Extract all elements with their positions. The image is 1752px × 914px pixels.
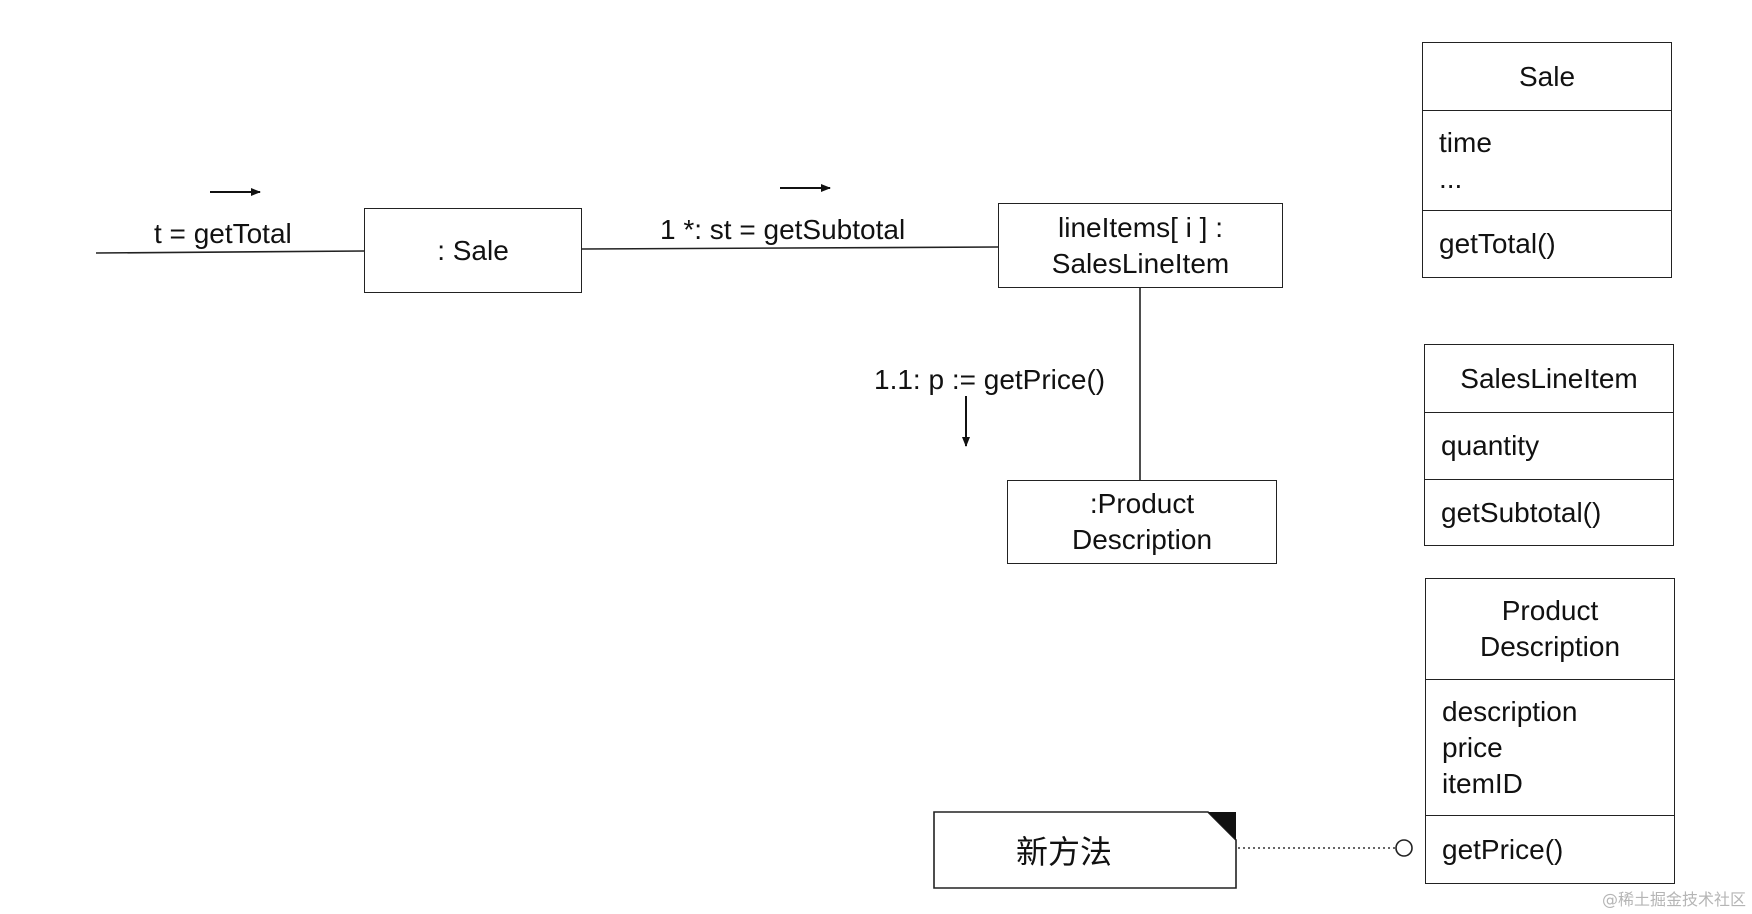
note-shape: [933, 811, 1237, 889]
class-product-description-attributes: description price itemID: [1426, 680, 1674, 816]
product-description-object: :Product Description: [1007, 480, 1277, 564]
loop-message-label: 1 *: st = getSubtotal: [660, 214, 906, 245]
class-product-description-name: Product Description: [1426, 579, 1674, 680]
class-sale-op: getTotal(): [1439, 228, 1556, 259]
class-product-description-op: getPrice(): [1442, 833, 1564, 865]
class-sales-line-item-attributes: quantity: [1425, 413, 1673, 480]
class-sales-line-item: SalesLineItem quantity getSubtotal(): [1424, 344, 1674, 546]
class-sale-attr: time: [1439, 126, 1492, 158]
class-product-description-name-line2: Description: [1479, 631, 1621, 662]
price-message-label: 1.1: p := getPrice(): [874, 364, 1106, 395]
class-sale-attr: ...: [1439, 162, 1463, 194]
product-object-label-line1: :Product: [1089, 488, 1195, 519]
incoming-link-line: [95, 250, 365, 254]
class-sales-line-item-attr: quantity: [1441, 430, 1540, 461]
class-sales-line-item-name: SalesLineItem: [1425, 345, 1673, 413]
sale-to-lineitem-link-line: [581, 246, 999, 250]
class-sale-attributes: time ...: [1423, 111, 1671, 211]
line-item-object-label-line2: SalesLineItem: [1051, 247, 1230, 279]
note-new-method: 新方法: [934, 812, 1194, 888]
class-sale: Sale time ... getTotal(): [1422, 42, 1672, 278]
class-sales-line-item-op: getSubtotal(): [1441, 496, 1602, 528]
class-product-description-name-line1: Product: [1501, 595, 1599, 626]
line-item-object: lineItems[ i ] : SalesLineItem: [998, 203, 1283, 288]
class-product-description: Product Description description price it…: [1425, 578, 1675, 884]
sale-object-label: : Sale: [437, 234, 509, 266]
note-folded-corner-icon: [1208, 812, 1236, 840]
class-sale-name: Sale: [1423, 43, 1671, 111]
class-sale-name-text: Sale: [1518, 60, 1576, 92]
incoming-message-label: t = getTotal: [154, 218, 292, 249]
class-product-description-attr: description: [1442, 695, 1578, 727]
watermark: @稀土掘金技术社区: [1601, 890, 1746, 909]
line-item-object-label-line1: lineItems[ i ] :: [1058, 211, 1223, 243]
class-sales-line-item-operations: getSubtotal(): [1425, 480, 1673, 545]
class-sale-operations: getTotal(): [1423, 211, 1671, 277]
class-sales-line-item-name-text: SalesLineItem: [1460, 362, 1638, 394]
sale-object: : Sale: [364, 208, 582, 293]
product-object-label-line2: Description: [1071, 524, 1213, 555]
note-anchor-circle-icon: [1395, 839, 1413, 857]
class-product-description-attr: itemID: [1442, 767, 1523, 799]
note-text: 新方法: [1015, 833, 1112, 871]
class-product-description-attr: price: [1442, 731, 1503, 763]
class-product-description-operations: getPrice(): [1426, 816, 1674, 883]
